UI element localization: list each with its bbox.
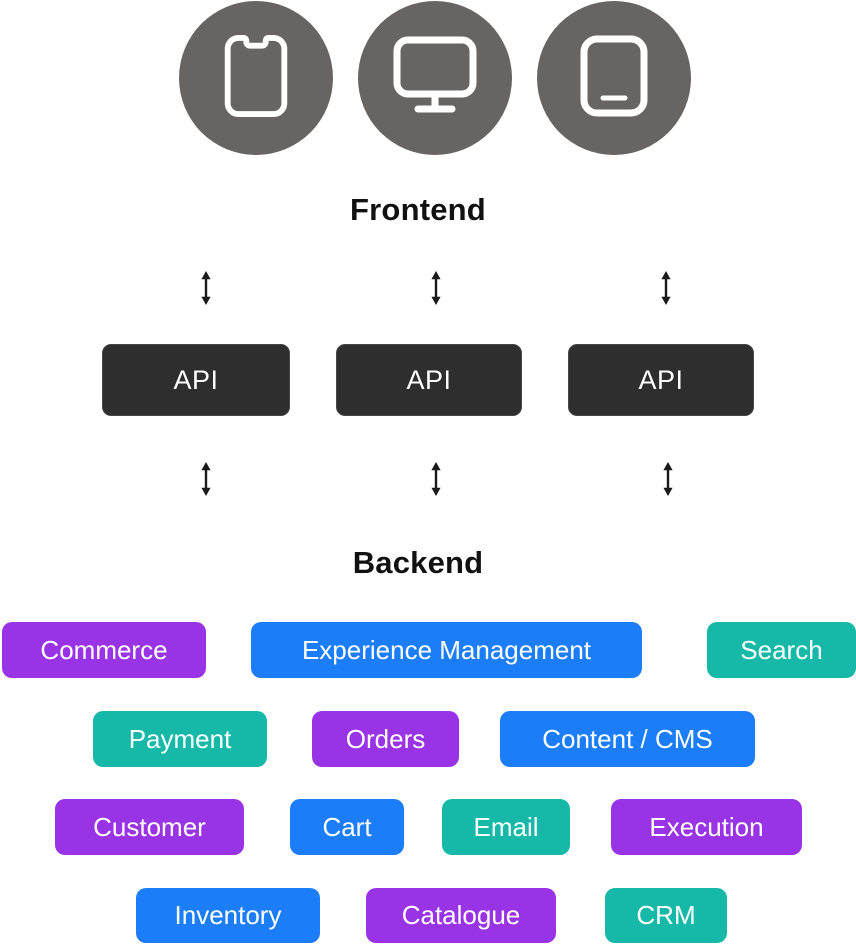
frontend-label: Frontend xyxy=(350,192,486,227)
tablet-icon xyxy=(580,35,648,122)
device-circle-monitor xyxy=(358,1,512,155)
service-pill-cart: Cart xyxy=(290,799,404,855)
service-pill-experience-management: Experience Management xyxy=(251,622,642,678)
service-pill-catalogue: Catalogue xyxy=(366,888,556,943)
monitor-icon xyxy=(393,36,477,121)
service-pill-commerce: Commerce xyxy=(2,622,206,678)
device-circle-tablet xyxy=(537,1,691,155)
service-pill-execution: Execution xyxy=(611,799,802,855)
vertical-double-arrow-icon xyxy=(428,271,444,305)
service-pill-search: Search xyxy=(707,622,856,678)
vertical-double-arrow-icon xyxy=(198,462,214,496)
vertical-double-arrow-icon xyxy=(428,462,444,496)
service-pill-inventory: Inventory xyxy=(136,888,320,943)
service-pill-customer: Customer xyxy=(55,799,244,855)
service-pill-payment: Payment xyxy=(93,711,267,767)
vertical-double-arrow-icon xyxy=(660,462,676,496)
service-pill-content-cms: Content / CMS xyxy=(500,711,755,767)
api-box: API xyxy=(102,344,290,416)
service-pill-crm: CRM xyxy=(605,888,727,943)
device-circle-smartphone xyxy=(179,1,333,155)
service-pill-orders: Orders xyxy=(312,711,459,767)
vertical-double-arrow-icon xyxy=(198,271,214,305)
api-box: API xyxy=(568,344,754,416)
backend-label: Backend xyxy=(352,545,484,580)
api-box: API xyxy=(336,344,522,416)
service-pill-email: Email xyxy=(442,799,570,855)
vertical-double-arrow-icon xyxy=(658,271,674,305)
smartphone-icon xyxy=(224,34,288,122)
